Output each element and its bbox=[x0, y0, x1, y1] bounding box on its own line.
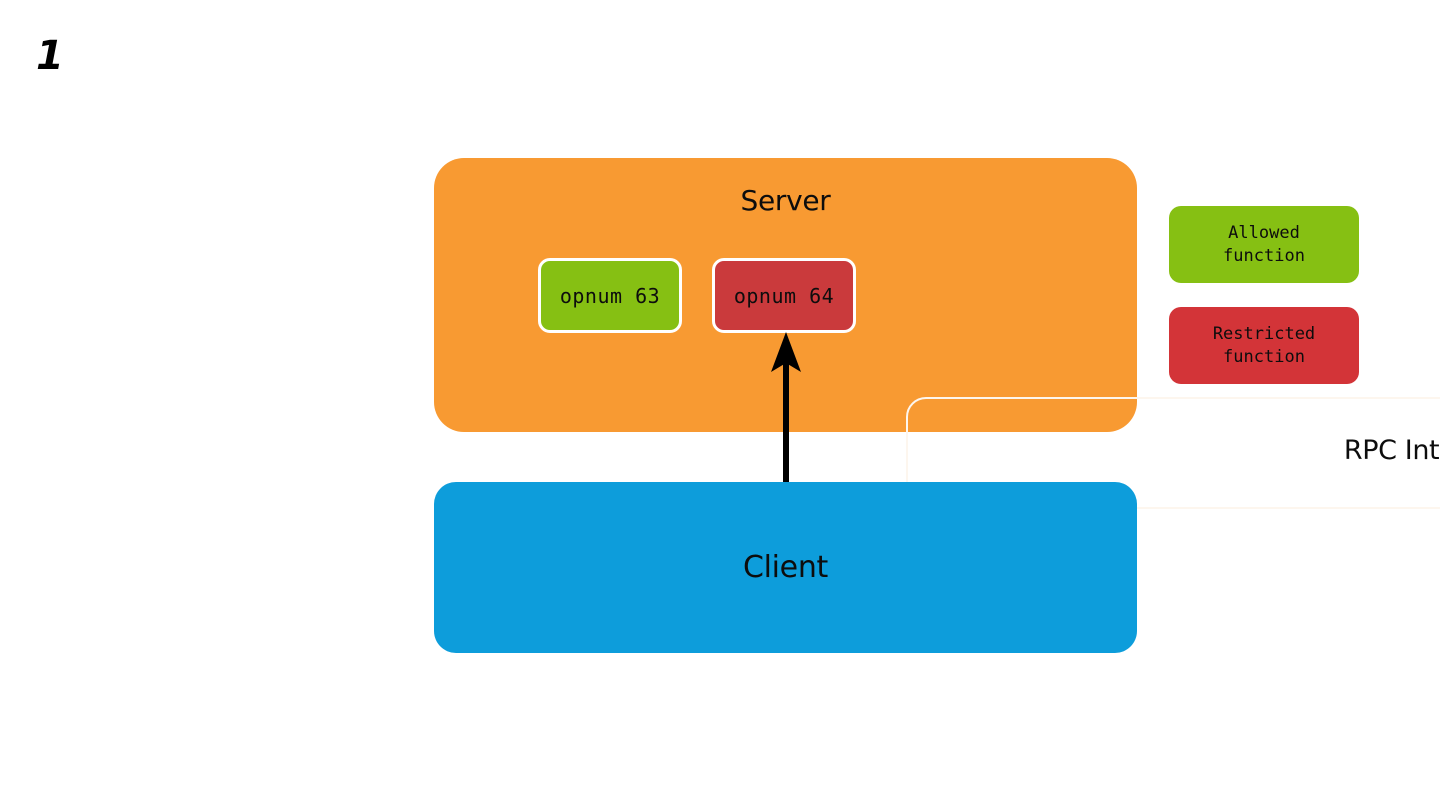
opnum-64-restricted-box[interactable]: opnum 64 bbox=[712, 258, 856, 333]
opnum-63-allowed-box[interactable]: opnum 63 bbox=[538, 258, 682, 333]
legend-item-allowed-function: Allowed function bbox=[1169, 206, 1359, 283]
slide-number: 1 bbox=[36, 33, 64, 79]
rpc-interface-label: RPC Interface bbox=[1343, 435, 1440, 466]
client-box: Client bbox=[434, 482, 1137, 653]
legend-restricted-line1: Restricted bbox=[1212, 323, 1316, 344]
legend-allowed-text: Allowed function bbox=[1223, 222, 1305, 268]
legend: Allowed function Restricted function bbox=[1169, 206, 1359, 384]
legend-restricted-text: Restricted function bbox=[1213, 323, 1315, 369]
client-label: Client bbox=[742, 550, 829, 585]
legend-allowed-line1: Allowed bbox=[1228, 222, 1300, 243]
server-label: Server bbox=[740, 184, 831, 217]
legend-allowed-line2: function bbox=[1223, 245, 1305, 266]
legend-item-restricted-function: Restricted function bbox=[1169, 307, 1359, 384]
rpc-interface-panel: RPC Interface bbox=[906, 397, 1440, 509]
legend-restricted-line2: function bbox=[1223, 346, 1305, 367]
